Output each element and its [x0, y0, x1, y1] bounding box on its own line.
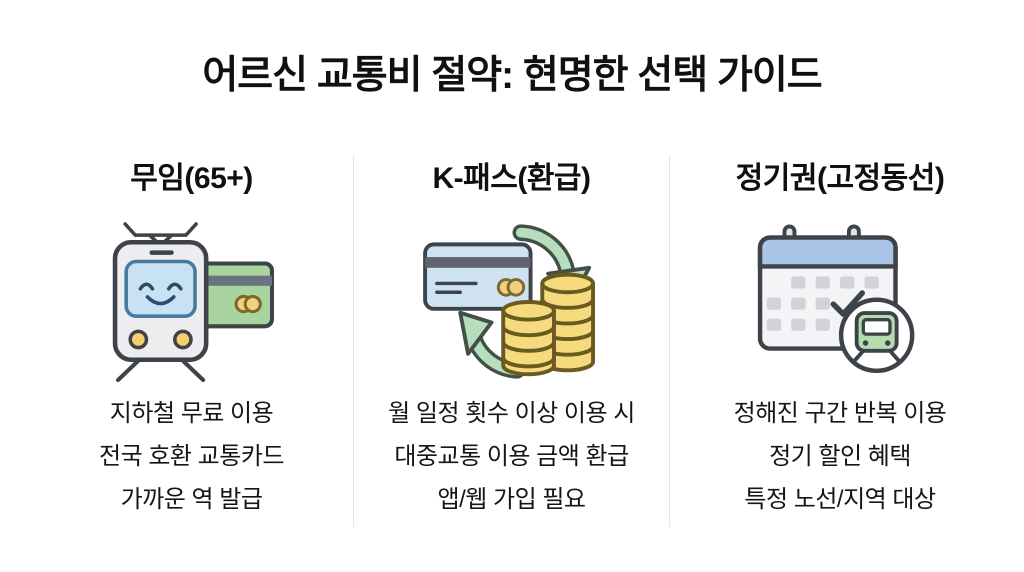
column-free-ride-description: 지하철 무료 이용 전국 호환 교통카드 가까운 역 발급 — [30, 392, 353, 521]
calendar-with-train-badge-icon — [670, 218, 1010, 386]
desc-line: 특정 노선/지역 대상 — [744, 486, 936, 513]
desc-line: 정해진 구간 반복 이용 — [733, 400, 947, 427]
desc-line: 정기 할인 혜택 — [769, 443, 911, 470]
comparison-columns: 무임(65+) — [0, 155, 1024, 527]
card-coins-svg — [422, 224, 595, 379]
column-divider — [353, 155, 354, 527]
train-card-svg — [112, 222, 274, 382]
column-k-pass-description: 월 일정 횟수 이상 이용 시 대중교통 이용 금액 환급 앱/웹 가입 필요 — [354, 392, 669, 521]
train-with-transit-card-icon — [30, 218, 353, 386]
column-k-pass: K-패스(환급) — [354, 158, 669, 521]
desc-line: 가까운 역 발급 — [120, 486, 263, 513]
column-free-ride-header: 무임(65+) — [130, 162, 253, 195]
column-divider — [669, 155, 670, 527]
desc-line: 월 일정 횟수 이상 이용 시 — [388, 400, 635, 427]
column-season-ticket: 정기권(고정동선) — [670, 158, 1010, 521]
desc-line: 앱/웹 가입 필요 — [437, 486, 586, 513]
column-season-ticket-header: 정기권(고정동선) — [735, 162, 945, 195]
desc-line: 대중교통 이용 금액 환급 — [394, 443, 629, 470]
column-season-ticket-description: 정해진 구간 반복 이용 정기 할인 혜택 특정 노선/지역 대상 — [670, 392, 1010, 521]
column-k-pass-header: K-패스(환급) — [432, 162, 591, 195]
column-free-ride: 무임(65+) — [30, 158, 353, 521]
desc-line: 전국 호환 교통카드 — [99, 443, 284, 470]
page-title: 어르신 교통비 절약: 현명한 선택 가이드 — [202, 54, 822, 97]
calendar-train-svg — [757, 223, 915, 373]
desc-line: 지하철 무료 이용 — [109, 400, 274, 427]
card-coins-refund-cycle-icon — [354, 218, 669, 386]
